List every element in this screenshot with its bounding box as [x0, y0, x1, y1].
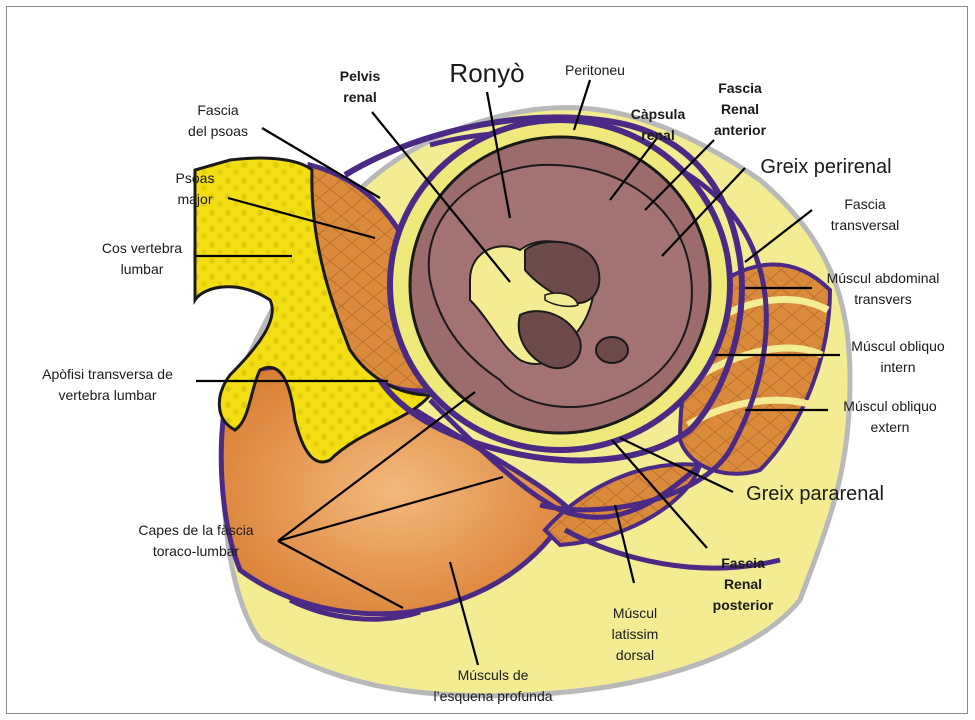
label-capes-fascia: Capes de la fàscia toraco-lumbar — [116, 520, 276, 562]
label-musculs-esquena-profunda: Músculs de l’esquena profunda — [418, 665, 568, 707]
label-ronyo: Ronyò — [432, 58, 542, 88]
label-fascia-psoas: Fascia del psoas — [178, 100, 258, 142]
label-muscul-latissim-dorsal: Múscul latissim dorsal — [590, 603, 680, 666]
renal-calyx-small — [596, 337, 628, 363]
label-peritoneu: Peritoneu — [550, 60, 640, 81]
label-fascia-renal-posterior: Fascia Renal posterior — [693, 553, 793, 616]
label-muscul-obliquo-intern: Múscul obliquo intern — [838, 336, 958, 378]
label-psoas-major: Psoas major — [160, 168, 230, 210]
label-muscul-abdominal-transvers: Múscul abdominal transvers — [808, 268, 958, 310]
label-fascia-transversal: Fascia transversal — [815, 194, 915, 236]
label-greix-perirenal: Greix perirenal — [746, 155, 906, 179]
label-muscul-obliquo-extern: Múscul obliquo extern — [830, 396, 950, 438]
label-cos-vertebra: Cos vertebra lumbar — [92, 238, 192, 280]
label-apofisi-transversa: Apòfisi transversa de vertebra lumbar — [20, 364, 195, 406]
label-greix-pararenal: Greix pararenal — [735, 482, 895, 506]
label-fascia-renal-anterior: Fascia Renal anterior — [690, 78, 790, 141]
label-pelvis-renal: Pelvis renal — [320, 66, 400, 108]
